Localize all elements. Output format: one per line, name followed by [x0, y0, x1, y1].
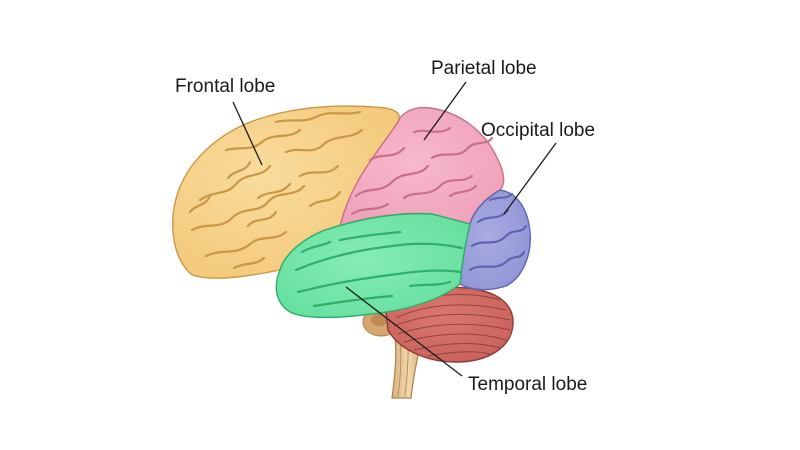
- temporal-lobe-label: Temporal lobe: [468, 374, 587, 395]
- temporal-leader: [345, 286, 463, 377]
- parietal-lobe-label: Parietal lobe: [431, 58, 537, 79]
- cerebellum: [385, 286, 514, 363]
- frontal-lobe: [172, 105, 400, 279]
- occipital-leader: [503, 142, 557, 215]
- parietal-leader: [423, 81, 467, 141]
- temporal-lobe: [275, 212, 471, 319]
- frontal-leader: [232, 101, 263, 166]
- parietal-lobe: [339, 106, 505, 228]
- occipital-lobe-label: Occipital lobe: [481, 120, 595, 141]
- leader-lines: [232, 81, 557, 377]
- frontal-lobe-label: Frontal lobe: [175, 76, 275, 97]
